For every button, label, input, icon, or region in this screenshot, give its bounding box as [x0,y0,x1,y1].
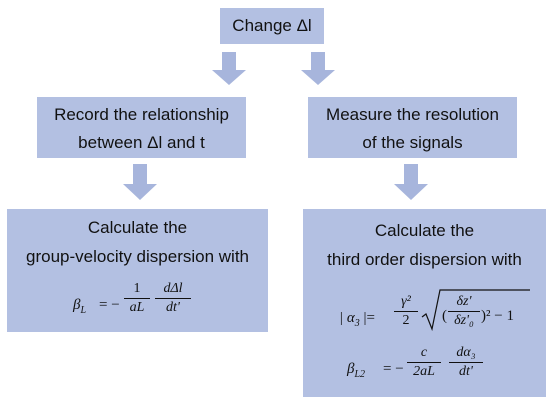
alpha3-lhs-sub: 3 [354,318,360,329]
third-order-dispersion-box: Calculate the third order dispersion wit… [303,209,546,397]
gvd-frac-2-den: dt' [166,300,180,315]
sqrt-sign [421,289,530,332]
right-calc-line-2: third order dispersion with [327,250,522,269]
alpha3-lhs: | α [339,310,355,326]
beta-l2-frac-2: dα₃ dt' [449,345,483,380]
record-line-2: between Δl and t [78,133,205,152]
alpha3-frac-1-den: 2 [402,313,410,328]
measure-resolution-box: Measure the resolution of the signals [308,97,517,158]
beta-l2-eq: = − [383,361,404,377]
group-velocity-dispersion-box: Calculate the group-velocity dispersion … [7,209,268,332]
gvd-frac-1-den: aL [129,300,145,315]
arrow-top-to-right [301,52,335,85]
left-calc-line-1: Calculate the [87,218,188,237]
alpha3-frac-1: γ² 2 [394,294,418,329]
gvd-frac-2: dΔl dt' [155,281,191,316]
record-line-1: Record the relationship [54,105,229,124]
gvd-lhs-sub: L [80,305,87,316]
change-delta-l-box: Change Δl [220,8,324,44]
alpha3-frac-2-num: δz' [456,294,472,309]
alpha3-frac-2-den: δz'₀ [454,313,474,328]
alpha3-inner-close: )² − 1 [481,308,514,324]
beta-l2-lhs: β [347,361,355,377]
beta-l2-frac-1-num: c [420,345,428,360]
gvd-frac-1: 1 aL [124,281,150,316]
beta-l2-frac-1: c 2aL [407,345,441,380]
gvd-lhs: β [73,297,81,313]
beta-l2-frac-1-den: 2aL [413,364,435,379]
arrow-left-down [123,164,157,200]
gvd-frac-1-num: 1 [133,281,141,296]
change-delta-l-label: Change Δl [232,16,312,35]
record-relationship-box: Record the relationship between Δl and t [37,97,246,158]
beta-l2-frac-2-den: dt' [459,364,473,379]
alpha3-inner-open: ( [442,308,447,324]
beta-l2-lhs-sub: L2 [354,369,366,380]
measure-line-2: of the signals [362,133,463,152]
alpha3-frac-1-num: γ² [401,294,411,309]
left-calc-line-2: group-velocity dispersion with [26,247,249,266]
measure-line-1: Measure the resolution [326,105,499,124]
right-calc-line-1: Calculate the [374,221,475,240]
arrow-right-down [394,164,428,200]
gvd-eq: = − [99,297,120,313]
gvd-frac-2-num: dΔl [163,281,183,296]
arrow-top-to-left [212,52,246,85]
alpha3-lhs-end: |= [359,310,375,326]
beta-l2-frac-2-num: dα₃ [456,345,476,360]
alpha3-frac-2: δz' δz'₀ [448,294,480,329]
